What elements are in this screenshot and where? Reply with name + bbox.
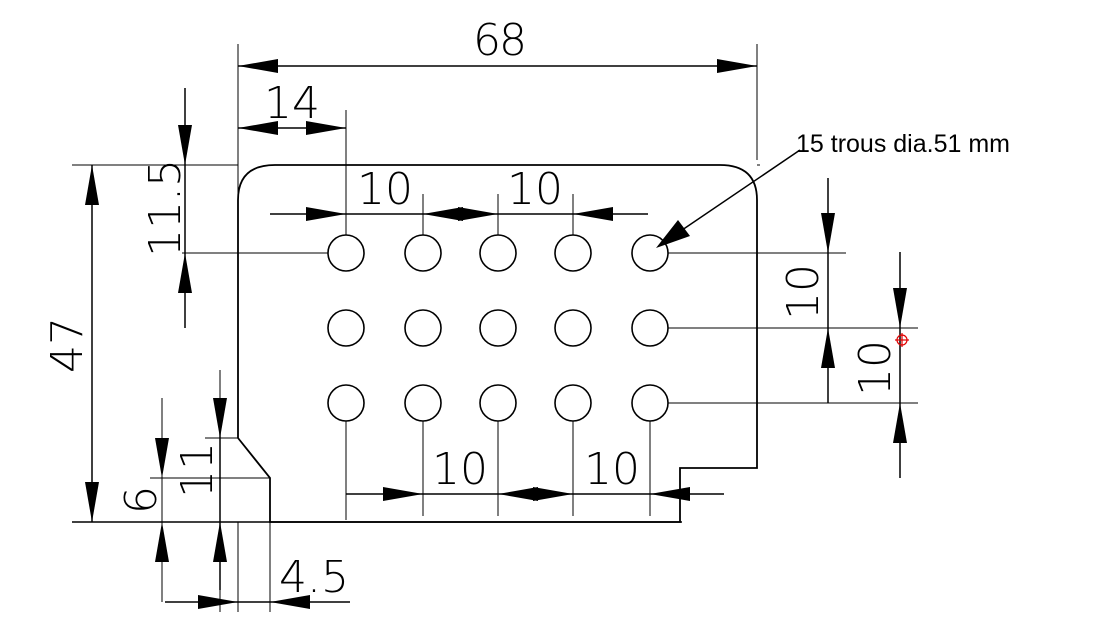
hole-r3-c4: [554, 384, 592, 422]
dim-right-pitch-upper-arrow-top: [821, 213, 835, 253]
hole-r2-c4: [554, 309, 592, 347]
dim-top-pitch-text-1: 10: [357, 164, 413, 215]
dim-11-arrow-bottom: [213, 522, 227, 562]
hole-r1-c5: [631, 234, 669, 272]
dim-bottom-pitch-arrow-1: [383, 487, 423, 501]
dim-bottom-pitch-text-2: 10: [584, 444, 640, 495]
hole-grid: [327, 234, 669, 422]
dim-right-pitch-upper-arrow-bottom: [821, 328, 835, 368]
hole-r3-c3: [479, 384, 517, 422]
dim-47-text: 47: [42, 317, 93, 373]
dim-14-arrow-left: [238, 121, 278, 135]
dim-68-arrow-left: [238, 59, 278, 73]
dim-47-arrow-top: [85, 165, 99, 205]
hole-r3-c5: [631, 384, 669, 422]
dim-top-pitch-arrow-4: [573, 207, 613, 221]
dim-bottom-pitch-arrow-3: [533, 487, 573, 501]
hole-r3-c2: [404, 384, 442, 422]
dim-4-5-arrow-right: [270, 595, 310, 609]
hole-r2-c1: [327, 309, 365, 347]
dim-bottom-pitch-arrow-2: [498, 487, 538, 501]
hole-r3-c1: [327, 384, 365, 422]
part-outline: [237, 164, 758, 523]
dim-right-pitch-lower-text: 10: [850, 340, 901, 396]
dim-top-pitch-text-2: 10: [507, 164, 563, 215]
dim-6-arrow-bottom: [155, 522, 169, 562]
dim-11-arrow-top: [213, 398, 227, 438]
hole-r1-c3: [479, 234, 517, 272]
dim-11-5-text: 11.5: [140, 159, 191, 257]
dim-14-arrow-right: [306, 121, 346, 135]
dim-bottom-pitch-arrow-4: [650, 487, 690, 501]
hole-r1-c2: [404, 234, 442, 272]
dim-top-pitch-arrow-1: [306, 207, 346, 221]
dim-6-text: 6: [116, 486, 167, 514]
dim-11-5-arrow-bottom: [178, 253, 192, 293]
hole-r1-c1: [327, 234, 365, 272]
hole-r1-c4: [554, 234, 592, 272]
hole-r2-c3: [479, 309, 517, 347]
dim-top-pitch-arrow-2: [423, 207, 463, 221]
hole-r2-c5: [631, 309, 669, 347]
dim-14-text: 14: [264, 78, 320, 129]
dim-4-5-text: 4.5: [279, 552, 349, 603]
hole-r2-c2: [404, 309, 442, 347]
dim-bottom-pitch-text-1: 10: [432, 444, 488, 495]
dim-4-5-arrow-left: [198, 595, 238, 609]
dim-top-pitch-arrow-3: [458, 207, 498, 221]
dim-11-5-arrow-top: [178, 125, 192, 165]
dim-right-pitch-lower-arrow-top: [893, 288, 907, 328]
dim-right-pitch-upper-text: 10: [778, 264, 829, 320]
dim-11-text: 11: [172, 442, 223, 498]
leader-arrow: [656, 220, 690, 248]
dim-47-arrow-bottom: [85, 482, 99, 522]
dim-68-arrow-right: [717, 59, 757, 73]
dim-right-pitch-lower-arrow-bottom: [893, 403, 907, 443]
hole-note-text: 15 trous dia.51 mm: [796, 130, 1010, 158]
dim-6-arrow-top: [155, 438, 169, 478]
dim-68-text: 68: [473, 15, 527, 66]
